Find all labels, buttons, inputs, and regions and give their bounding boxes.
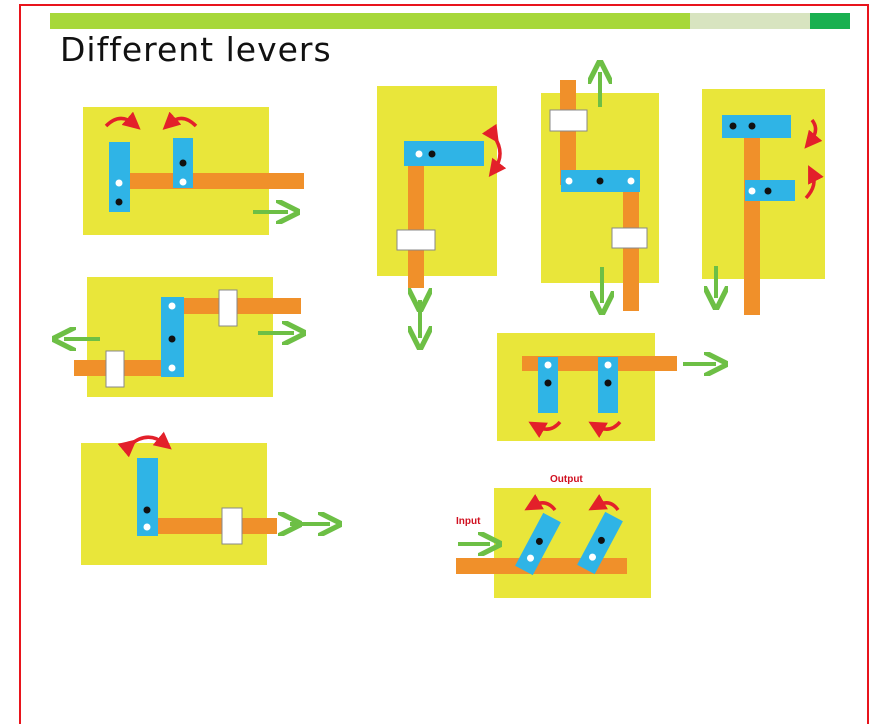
lever-2 <box>64 277 301 397</box>
red-arrow <box>162 111 198 130</box>
red-arrow <box>524 494 557 512</box>
bar <box>128 173 304 189</box>
slider <box>611 227 648 249</box>
link <box>109 142 130 212</box>
red-arrow <box>804 165 824 200</box>
link <box>722 115 791 138</box>
bar <box>744 120 760 315</box>
link <box>137 458 158 536</box>
red-arrow <box>117 431 172 458</box>
panel <box>377 86 497 276</box>
panel <box>81 443 267 565</box>
page-title: Different levers <box>60 30 332 69</box>
bar <box>408 148 424 288</box>
slider <box>549 109 588 132</box>
lever-7 <box>497 333 716 441</box>
input-label: Input <box>456 516 481 527</box>
bar <box>560 80 576 185</box>
slider <box>218 289 238 327</box>
top-decor-band <box>50 13 850 29</box>
red-arrow <box>481 123 507 178</box>
red-arrow <box>104 111 141 130</box>
lever-3 <box>81 431 330 565</box>
panel <box>497 333 655 441</box>
slider <box>105 350 125 388</box>
red-arrow <box>528 420 562 438</box>
bar <box>140 518 277 534</box>
lever-1 <box>83 107 304 235</box>
output-label: Output <box>550 474 583 485</box>
red-arrow <box>588 420 622 438</box>
red-arrow <box>804 118 823 149</box>
lever-6 <box>702 89 825 315</box>
lever-8: Output Input <box>456 474 651 598</box>
panel <box>494 488 651 598</box>
slider <box>396 229 436 251</box>
lever-5 <box>541 72 659 311</box>
lever-4 <box>377 86 507 338</box>
red-arrow <box>588 494 620 512</box>
slider <box>221 507 243 545</box>
